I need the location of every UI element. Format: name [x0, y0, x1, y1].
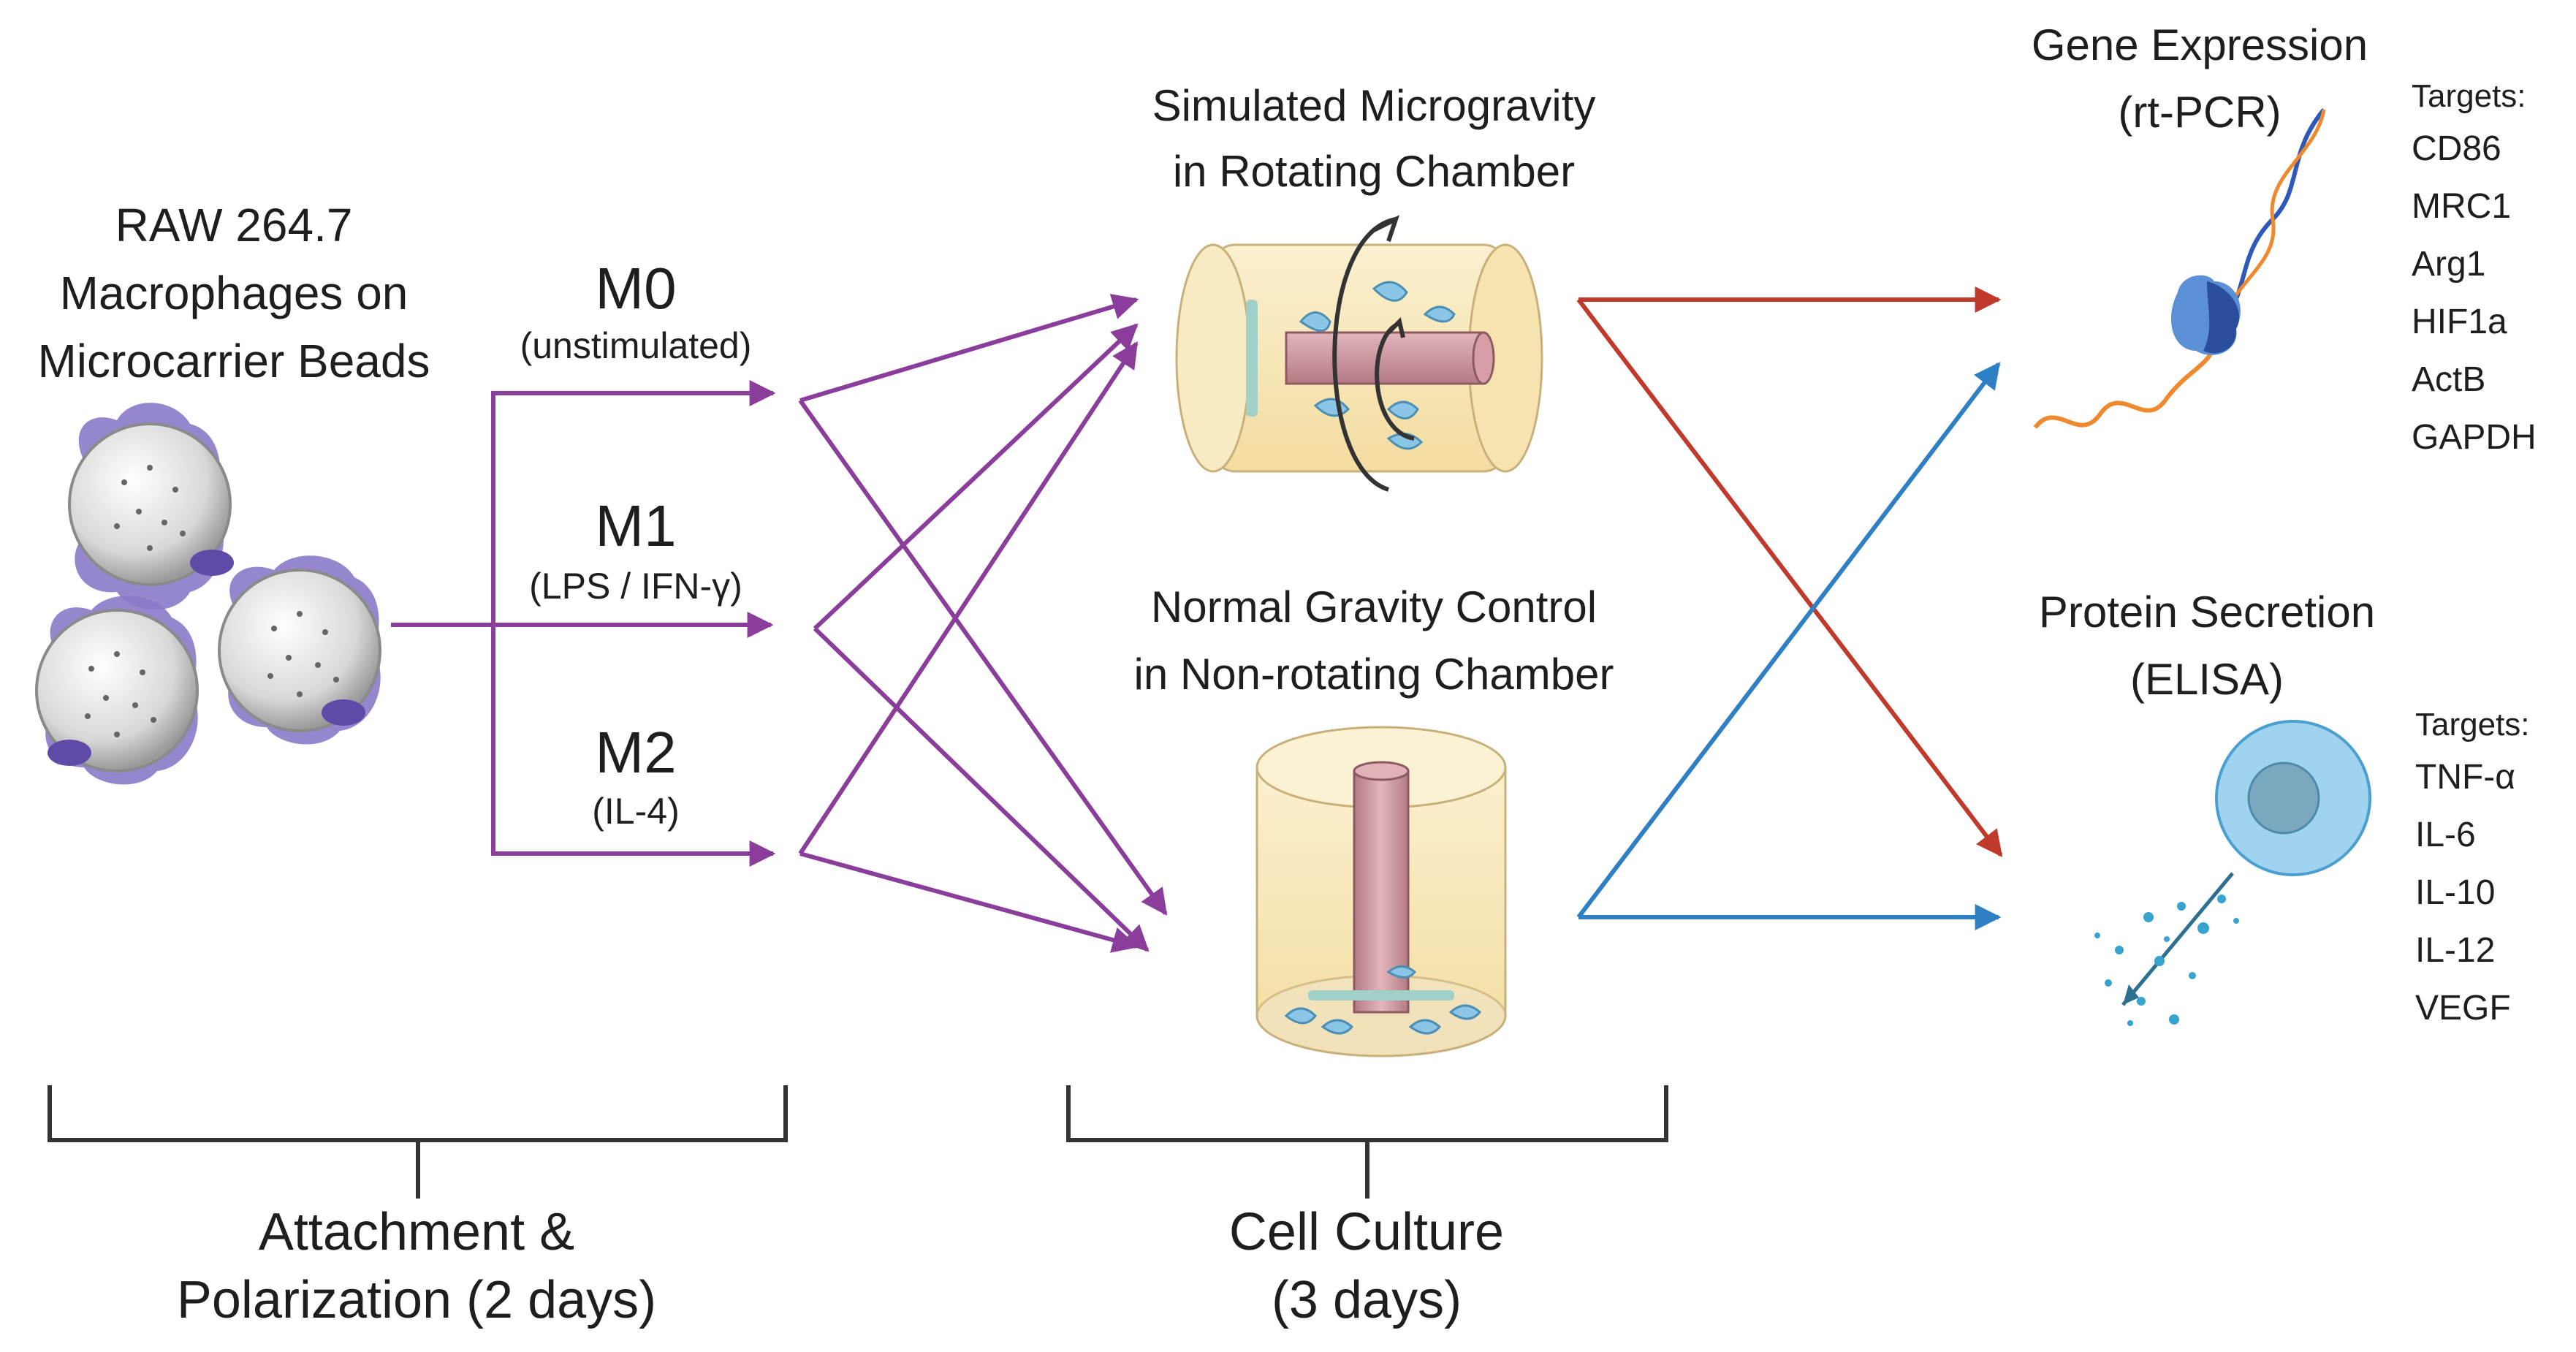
- protein-target: IL-10: [2415, 873, 2496, 912]
- culture-phase-label: Cell Culture (3 days): [1228, 1203, 1505, 1329]
- culture-bracket: [1066, 1085, 1668, 1199]
- static-chamber-icon: [1255, 726, 1507, 1057]
- rt-pcr-icon: [2033, 108, 2326, 429]
- protein-target: TNF-α: [2415, 758, 2516, 797]
- state-m0-name: M0: [595, 256, 677, 321]
- gene-expression-title: Gene Expression (rt-PCR): [2031, 20, 2368, 137]
- static-to-assays-arrows: [1576, 362, 2002, 930]
- bead-top: [68, 403, 234, 610]
- rotating-to-assays-arrows: [1576, 286, 2003, 857]
- gene-target: MRC1: [2412, 187, 2512, 226]
- state-m0: M0 (unstimulated): [482, 259, 789, 368]
- protein-target: IL-12: [2415, 931, 2496, 970]
- gene-target: CD86: [2412, 129, 2501, 168]
- static-chamber-title: Normal Gravity Control in Non-rotating C…: [1133, 582, 1614, 699]
- elisa-cell-icon: [2094, 720, 2371, 1026]
- attachment-bracket: [48, 1085, 788, 1199]
- bead-bottom-right: [218, 555, 381, 745]
- state-m1-name: M1: [595, 493, 677, 558]
- macrophage-bead-icon: [35, 403, 381, 785]
- gene-targets-header: Targets:: [2412, 78, 2526, 114]
- gene-target: HIF1a: [2412, 303, 2507, 341]
- protein-target: VEGF: [2415, 989, 2511, 1028]
- protein-targets-header: Targets:: [2415, 707, 2530, 743]
- rotating-chamber-icon: [1175, 215, 1543, 492]
- protein-targets-list: Targets: TNF-α IL-6 IL-10 IL-12 VEGF: [2415, 702, 2530, 1037]
- rotating-chamber-title: Simulated Microgravity in Rotating Chamb…: [1152, 81, 1596, 196]
- gene-target: Arg1: [2412, 245, 2486, 284]
- gene-target: ActB: [2412, 360, 2486, 399]
- state-m0-condition: (unstimulated): [520, 325, 752, 366]
- state-m1: M1 (LPS / IFN-γ): [482, 497, 789, 609]
- polarization-branch-arrows: [391, 380, 776, 867]
- gene-targets-list: Targets: CD86 MRC1 Arg1 HIF1a ActB GAPDH: [2412, 73, 2537, 466]
- attachment-phase-label: Attachment & Polarization (2 days): [176, 1203, 657, 1329]
- chamber-assignment-arrows: [798, 294, 1168, 953]
- state-m1-condition: (LPS / IFN-γ): [529, 566, 742, 607]
- state-m2: M2 (IL-4): [482, 724, 789, 834]
- state-m2-name: M2: [595, 720, 677, 785]
- protein-secretion-title: Protein Secretion (ELISA): [2038, 588, 2376, 704]
- gene-target: GAPDH: [2412, 418, 2537, 457]
- bead-bottom-left: [35, 596, 199, 785]
- protein-target: IL-6: [2415, 816, 2476, 854]
- source-title: RAW 264.7 Macrophages on Microcarrier Be…: [37, 199, 430, 387]
- state-m2-condition: (IL-4): [592, 791, 680, 832]
